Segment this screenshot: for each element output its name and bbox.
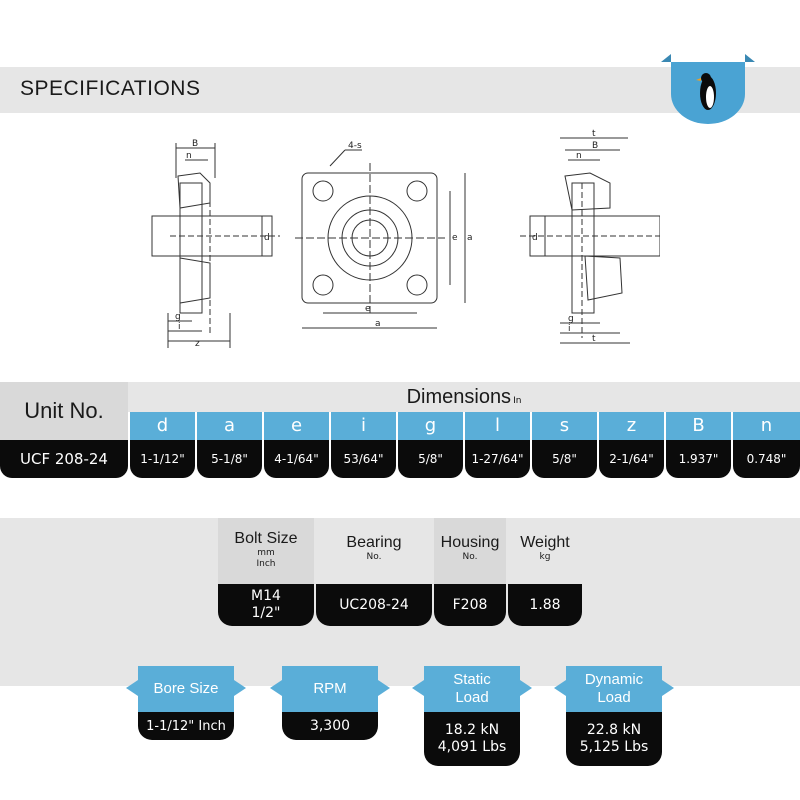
weight-header: Weight kg [520,534,570,562]
page-title: SPECIFICATIONS [20,77,201,100]
right-flange-outline [571,182,595,314]
bore-size-header: Bore Size [126,666,246,712]
unit-no-header: Unit No. [0,382,128,440]
value-s: 5/8" [532,440,597,478]
col-head-g: g [398,412,463,440]
value-i: 53/64" [331,440,396,478]
unit-no-value: UCF 208-24 [0,440,128,478]
label-z-left: z [195,339,200,349]
dimensions-title: Dimensions [406,386,512,408]
col-head-s: s [532,412,597,440]
label-n-right: n [576,151,582,161]
value-B: 1.937" [666,440,731,478]
right-housing-bottom [584,255,623,301]
housing-value: F208 [434,584,506,626]
static-load-header: Static Load [412,666,532,712]
left-housing-bottom [179,257,211,304]
label-n-left: n [186,151,192,161]
value-d: 1-1/12" [130,440,195,478]
col-head-z: z [599,412,664,440]
label-B-right: B [592,141,598,151]
dimensions-unit: In [513,396,522,406]
col-head-d: d [130,412,195,440]
label-t-bottom: t [592,334,596,344]
label-t-top: t [592,129,596,139]
col-head-a: a [197,412,262,440]
bearing-header: Bearing No. [346,534,402,562]
label-i-right: i [568,324,571,334]
value-l: 1-27/64" [465,440,530,478]
value-a: 5-1/8" [197,440,262,478]
label-a-side: a [467,233,473,243]
label-g-right: g [568,314,574,324]
label-thread: 4-s [348,141,362,151]
static-load-value: 18.2 kN 4,091 Lbs [424,712,520,766]
label-g-left: g [175,312,181,322]
label-B-left: B [192,139,198,149]
col-head-e: e [264,412,329,440]
col-head-l: l [465,412,530,440]
col-head-n: n [733,412,800,440]
bore-size-value: 1-1/12" Inch [138,712,234,740]
bearing-value: UC208-24 [316,584,432,626]
left-flange-outline [179,182,203,314]
value-z: 2-1/64" [599,440,664,478]
bearing-technical-drawing: B n d g i z 4-s e a e a t B n d g i t [151,129,660,349]
label-e-front: e [365,304,371,314]
label-e-side: e [452,233,458,243]
label-d-right: d [532,233,538,243]
value-n: 0.748" [733,440,800,478]
rpm-header: RPM [270,666,390,712]
label-i-left: i [178,322,181,332]
dimensions-row: UCF 208-24 1-1/12" 5-1/8" 4-1/64" 53/64"… [0,440,800,478]
label-a-front: a [375,319,381,329]
bolt-size-value: M14 1/2" [218,584,314,626]
left-housing-top [177,172,211,209]
dynamic-load-value: 22.8 kN 5,125 Lbs [566,712,662,766]
dynamic-load-header: Dynamic Load [554,666,674,712]
value-e: 4-1/64" [264,440,329,478]
housing-header: Housing No. [434,518,506,584]
value-g: 5/8" [398,440,463,478]
bolt-size-header: Bolt Size mm Inch [218,518,314,584]
col-head-i: i [331,412,396,440]
rpm-value: 3,300 [282,712,378,740]
penguin-icon [661,54,755,124]
weight-value: 1.88 [508,584,582,626]
right-housing-top [564,172,611,211]
col-head-B: B [666,412,731,440]
label-d-left: d [264,233,270,243]
specifications-header: SPECIFICATIONS [0,67,800,113]
